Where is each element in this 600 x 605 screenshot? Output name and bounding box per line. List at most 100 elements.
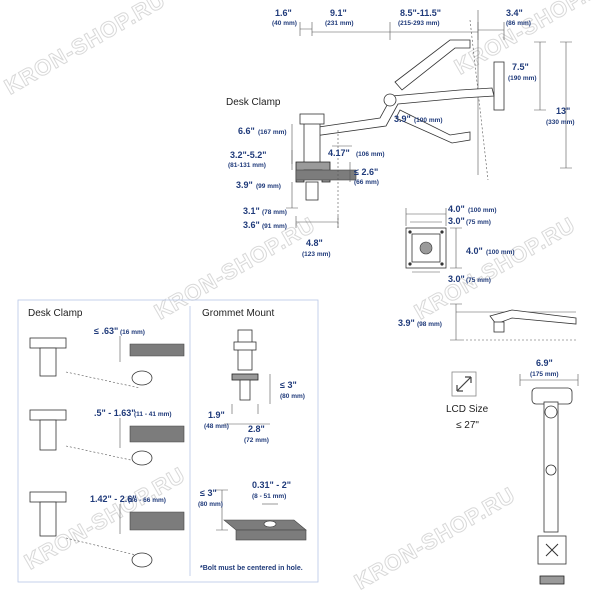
vesa-screw-hole	[408, 262, 412, 266]
grommet-hole	[263, 520, 277, 528]
dim-metric: (175 mm)	[530, 371, 559, 378]
dim-line	[450, 227, 462, 269]
dim-value: 1.9"	[208, 410, 225, 420]
dim-line	[286, 182, 298, 209]
dim-value: ≤ 2.6"	[354, 167, 378, 177]
vesa-plate-view: 4.0" (100 mm) 3.0" (75 mm) 4.0" (100 mm)…	[405, 204, 515, 284]
clamp-bracket	[39, 501, 57, 537]
desk-edge	[129, 425, 185, 443]
dim-value: 7.5"	[512, 62, 529, 72]
dim-metric: (36 - 66 mm)	[128, 497, 166, 504]
vesa-cross-icon	[545, 543, 559, 557]
grommet-base	[231, 373, 259, 381]
post-collar	[299, 113, 325, 125]
clamp-bracket	[39, 419, 57, 451]
dim-value: 1.42" - 2.6"	[90, 494, 137, 504]
dim-metric: (66 mm)	[354, 179, 379, 186]
clamp-top	[29, 409, 67, 421]
dim-value: 3.0"	[448, 216, 465, 226]
clamp-step: 1.42" - 2.6" (36 - 66 mm)	[29, 491, 185, 568]
mount-post	[303, 117, 321, 165]
dim-value: 3.9"	[394, 114, 411, 124]
desk-slab	[295, 169, 357, 181]
dim-line	[519, 374, 579, 386]
dim-metric: (75 mm)	[466, 219, 491, 226]
dim-value: 3.9"	[236, 180, 253, 190]
desk-edge	[129, 511, 185, 531]
dim-value: 0.31" - 2"	[252, 480, 291, 490]
dim-line	[405, 208, 447, 226]
arm-lower-position	[395, 109, 471, 144]
dim-metric: (11 - 41 mm)	[134, 411, 172, 418]
clamp-screw	[305, 181, 319, 201]
lcd-size-block: LCD Size ≤ 27"	[446, 371, 489, 431]
dim-metric: (91 mm)	[262, 223, 287, 230]
watermark: KRON-SHOP.RU	[0, 0, 170, 99]
screw-guide-line	[65, 371, 141, 389]
dim-line	[450, 303, 462, 341]
dim-metric: (231 mm)	[325, 20, 354, 27]
dim-metric: (48 mm)	[204, 423, 229, 430]
vesa-screw-hole	[440, 230, 444, 234]
dim-value: 4.0"	[466, 246, 483, 256]
dim-value: 4.0"	[448, 204, 465, 214]
dim-metric: (8 - 51 mm)	[252, 493, 286, 500]
dim-value: 3.0"	[448, 274, 465, 284]
dim-metric: (75 mm)	[466, 277, 491, 284]
dim-metric: (40 mm)	[272, 20, 297, 27]
dim-metric: (100 mm)	[486, 249, 515, 256]
dim-metric: (80 mm)	[198, 501, 223, 508]
dim-metric: (16 mm)	[120, 329, 145, 336]
dim-value: 4.17"	[328, 148, 350, 158]
hand-icon	[131, 552, 153, 568]
clamp-step: .5" - 1.63" (11 - 41 mm)	[29, 408, 185, 466]
vesa-screw-hole	[408, 230, 412, 234]
desk-clamp-panel: Desk Clamp ≤ .63" (16 mm) .5" - 1.63" (1…	[28, 308, 185, 568]
clamp-bracket	[39, 347, 57, 377]
label-desk-clamp: Desk Clamp	[226, 97, 281, 108]
dim-metric: (100 mm)	[414, 117, 443, 124]
dim-value: 6.9"	[536, 358, 553, 368]
screw-guide-line	[65, 445, 141, 463]
side-profile-view: 3.9" (98 mm)	[398, 303, 577, 341]
dim-metric: (123 mm)	[302, 251, 331, 258]
hand-icon	[131, 450, 153, 466]
front-joint	[545, 464, 557, 476]
dim-value: 3.4"	[506, 8, 523, 18]
dim-line	[478, 22, 505, 40]
dim-value: 8.5"-11.5"	[400, 8, 441, 18]
screw-guide-line	[65, 537, 141, 557]
grommet-mount-panel: Grommet Mount ≤ 3" (80 mm) 1.9" (48 mm) …	[198, 308, 307, 572]
dim-metric: (78 mm)	[262, 209, 287, 216]
dim-value: ≤ .63"	[94, 326, 118, 336]
lcd-size-label: LCD Size	[446, 404, 489, 415]
dim-value: 3.1"	[243, 206, 260, 216]
dim-metric: (72 mm)	[244, 437, 269, 444]
dim-value: ≤ 3"	[200, 488, 217, 498]
dim-metric: (86 mm)	[506, 20, 531, 27]
front-view: 6.9" (175 mm)	[519, 358, 579, 585]
grommet-bolt	[239, 379, 251, 401]
dim-value: 3.6"	[243, 220, 260, 230]
grommet-title: Grommet Mount	[202, 308, 274, 319]
desk-edge	[129, 343, 185, 357]
dim-metric: (330 mm)	[546, 119, 575, 126]
profile-post	[493, 321, 505, 333]
dim-value: .5" - 1.63"	[94, 408, 136, 418]
vesa-screw-hole	[440, 262, 444, 266]
dim-line	[560, 41, 572, 169]
dim-value: 9.1"	[330, 8, 347, 18]
install-options-panel	[17, 299, 319, 583]
watermark: KRON-SHOP.RU	[350, 482, 520, 594]
front-joint	[544, 405, 558, 419]
hand-icon	[131, 370, 153, 386]
dim-metric: (80 mm)	[280, 393, 305, 400]
lcd-size-value: ≤ 27"	[456, 420, 479, 431]
dim-metric: (99 mm)	[256, 183, 281, 190]
dim-line	[231, 404, 259, 414]
arm-elbow-joint	[383, 93, 397, 107]
front-base	[539, 575, 565, 585]
